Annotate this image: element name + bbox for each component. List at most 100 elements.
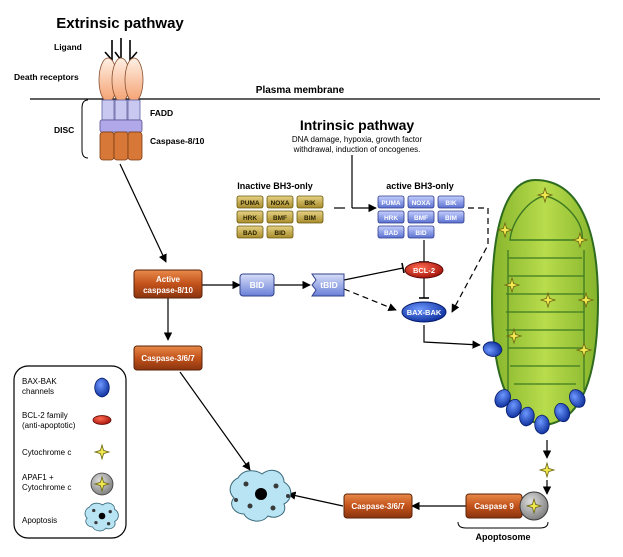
cytochrome-c-icon (539, 462, 555, 478)
inactive-bh3-bmf: BMF (266, 210, 294, 224)
active-bh3-bad: BAD (377, 225, 405, 239)
active-bh3-bik: BIK (437, 195, 465, 209)
inactive-bh3-bik: BIK (296, 195, 324, 209)
bax-bak-channel-icon (534, 414, 550, 435)
caspase-8-10-label: Caspase-8/10 (150, 136, 205, 146)
active-bh3-box (407, 210, 435, 224)
inactive-bh3-label: BMF (273, 215, 287, 222)
bcl2-label: BCL-2 (413, 266, 435, 275)
tbid-node: tBID (311, 273, 345, 297)
legend-item-3-line1: Cytochrome c (22, 448, 71, 457)
active-caspase-8-10-node: Active caspase-8/10 (133, 269, 203, 299)
legend-item-2-line2: (anti-apoptotic) (22, 421, 76, 430)
active-bh3-label: BAD (384, 230, 398, 237)
active-bh3-box (377, 225, 405, 239)
bcl2-family-icon (92, 415, 112, 425)
active-bh3-label: active BH3-only (386, 181, 454, 191)
fadd-label: FADD (150, 108, 173, 118)
inactive-bh3-box (266, 225, 294, 239)
active-bh3-box (377, 210, 405, 224)
active-bh3-box (407, 225, 435, 239)
legend-item-2-line1: BCL-2 family (22, 411, 68, 420)
caspase-3-6-7-left-node: Caspase-3/6/7 (133, 345, 203, 371)
inactive-bh3-label: BIK (304, 200, 316, 207)
tbid-label: tBID (320, 280, 337, 290)
death-receptor-complex (98, 38, 144, 161)
active-bh3-box (407, 195, 435, 209)
caspase-3-6-7-left-label: Caspase-3/6/7 (141, 354, 195, 363)
active-bh3-bid: BID (407, 225, 435, 239)
inactive-bh3-box (266, 210, 294, 224)
inactive-bh3-box (236, 195, 264, 209)
active-bh3-label: BMF (414, 215, 428, 222)
active-bh3-box (437, 195, 465, 209)
inactive-bh3-label: BIM (304, 215, 316, 222)
active-bh3-label: HRK (384, 215, 398, 222)
active-bh3-group: PUMA NOXA BIK HRK BMF BIM BAD BID (377, 195, 465, 239)
active-bh3-hrk: HRK (377, 210, 405, 224)
inactive-bh3-label: HRK (243, 215, 257, 222)
caspase-9-label: Caspase 9 (474, 502, 514, 511)
apoptosome-bracket (457, 521, 549, 529)
inactive-bh3-group: PUMA NOXA BIK HRK BMF BIM BAD BID (236, 195, 324, 239)
caspase-9-node: Caspase 9 (465, 493, 523, 519)
legend-item-5-line1: Apoptosis (22, 516, 57, 525)
inactive-bh3-bim: BIM (296, 210, 324, 224)
active-bh3-box (437, 210, 465, 224)
active-bh3-label: NOXA (412, 200, 431, 207)
pathway-arrows (119, 155, 552, 511)
inactive-bh3-label: Inactive BH3-only (237, 181, 313, 191)
inactive-bh3-puma: PUMA (236, 195, 264, 209)
inactive-bh3-box (296, 195, 324, 209)
active-bh3-puma: PUMA (377, 195, 405, 209)
intrinsic-description-line2: withdrawal, induction of oncogenes. (293, 145, 421, 154)
active-bh3-box (377, 195, 405, 209)
inactive-bh3-hrk: HRK (236, 210, 264, 224)
ligand-label: Ligand (54, 42, 82, 52)
inactive-bh3-bad: BAD (236, 225, 264, 239)
inactive-bh3-label: BID (274, 230, 286, 237)
active-caspase-line1: Active (156, 275, 181, 284)
inactive-bh3-label: PUMA (240, 200, 259, 207)
inactive-bh3-box (236, 225, 264, 239)
legend-item-4-line2: Cytochrome c (22, 483, 71, 492)
legend-item-1-line2: channels (22, 387, 54, 396)
bax-bak-channel-icon (94, 377, 110, 398)
bax-bak-label: BAX-BAK (407, 308, 442, 317)
caspase-3-6-7-bottom-label: Caspase-3/6/7 (351, 502, 405, 511)
bcl2-node: BCL-2 (404, 261, 444, 279)
apaf1-cytochrome-icon (519, 491, 549, 521)
active-bh3-label: BID (415, 230, 427, 237)
bid-node: BID (239, 273, 275, 297)
death-receptors-label: Death receptors (14, 72, 79, 82)
inactive-bh3-box (236, 210, 264, 224)
inactive-bh3-label: NOXA (271, 200, 290, 207)
inactive-bh3-box (296, 210, 324, 224)
inactive-bh3-label: BAD (243, 230, 257, 237)
apoptotic-cell-icon (229, 469, 292, 522)
bax-bak-node: BAX-BAK (401, 301, 447, 323)
apaf1-cytochrome-icon (90, 472, 114, 496)
apoptosome-label: Apoptosome (476, 532, 531, 542)
inactive-bh3-bid: BID (266, 225, 294, 239)
extrinsic-pathway-title: Extrinsic pathway (56, 15, 184, 32)
active-bh3-noxa: NOXA (407, 195, 435, 209)
bid-label: BID (250, 280, 265, 290)
intrinsic-pathway-title: Intrinsic pathway (300, 117, 415, 133)
active-caspase-line2: caspase-8/10 (143, 286, 193, 295)
legend-item-1-line1: BAX-BAK (22, 377, 57, 386)
disc-bracket (81, 99, 89, 159)
active-bh3-label: BIK (445, 200, 457, 207)
inactive-bh3-noxa: NOXA (266, 195, 294, 209)
disc-label: DISC (54, 125, 74, 135)
apoptosis-icon (84, 502, 119, 532)
active-bh3-label: PUMA (381, 200, 400, 207)
intrinsic-description-line1: DNA damage, hypoxia, growth factor (292, 135, 423, 144)
mitochondrion (490, 178, 600, 427)
caspase-3-6-7-bottom-node: Caspase-3/6/7 (343, 493, 413, 519)
legend: BAX-BAK channels BCL-2 family (anti-apop… (13, 365, 127, 539)
active-bh3-label: BIM (445, 215, 457, 222)
legend-item-4-line1: APAF1 + (22, 473, 54, 482)
plasma-membrane-label: Plasma membrane (256, 85, 345, 96)
